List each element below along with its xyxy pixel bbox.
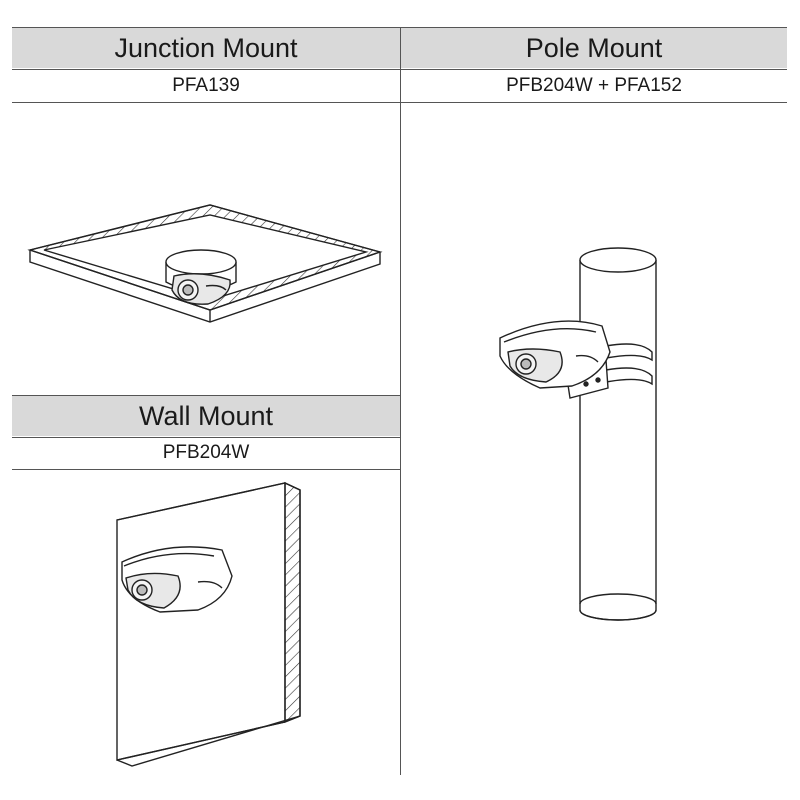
pole-illustration bbox=[579, 247, 657, 621]
pole-mount-title: Pole Mount bbox=[525, 32, 663, 63]
table-divider bbox=[12, 437, 400, 438]
wall-slab-illustration bbox=[116, 481, 301, 767]
table-divider bbox=[12, 69, 787, 70]
wall-mount-header: Wall Mount bbox=[12, 396, 400, 436]
wall-model-cell: PFB204W bbox=[12, 438, 400, 468]
wall-mount-title: Wall Mount bbox=[138, 400, 274, 431]
wall-model-label: PFB204W bbox=[162, 442, 250, 463]
pole-mount-header: Pole Mount bbox=[401, 28, 787, 68]
junction-mount-title: Junction Mount bbox=[114, 32, 298, 63]
pole-camera-illustration bbox=[499, 320, 611, 389]
pole-model-cell: PFB204W + PFA152 bbox=[401, 70, 787, 102]
table-divider bbox=[12, 469, 400, 470]
junction-model-cell: PFA139 bbox=[12, 70, 400, 102]
junction-model-label: PFA139 bbox=[172, 75, 240, 96]
junction-camera-illustration bbox=[165, 249, 237, 305]
pole-model-label: PFB204W + PFA152 bbox=[506, 75, 682, 96]
table-divider bbox=[12, 102, 787, 103]
table-divider bbox=[12, 395, 400, 396]
wall-camera-illustration bbox=[121, 546, 233, 613]
table-divider bbox=[12, 27, 787, 28]
table-divider bbox=[400, 27, 401, 775]
junction-mount-header: Junction Mount bbox=[12, 28, 400, 68]
